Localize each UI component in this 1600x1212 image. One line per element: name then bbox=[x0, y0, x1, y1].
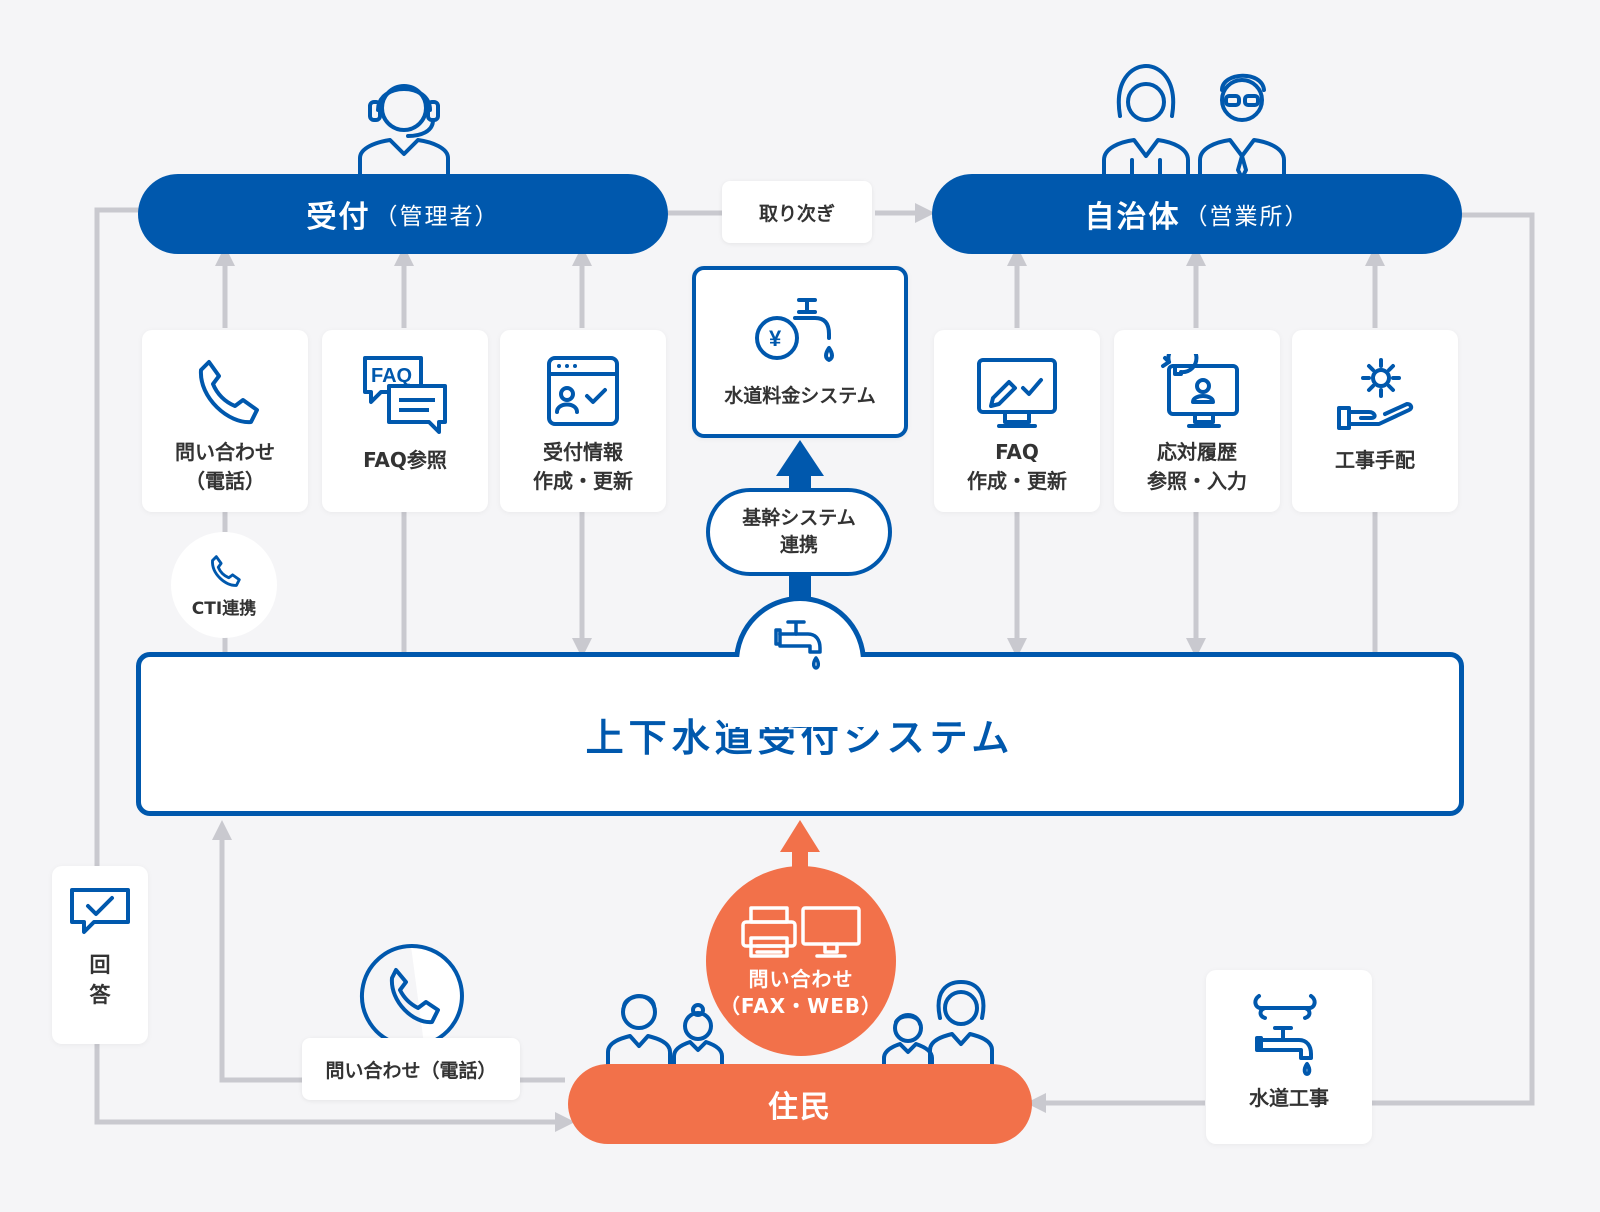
resident-child-icon bbox=[672, 1003, 724, 1066]
billing-system-label: 水道料金システム bbox=[724, 385, 876, 407]
municipality-subtitle: （営業所） bbox=[1184, 204, 1310, 230]
monitor-history-icon bbox=[1161, 354, 1239, 428]
faucet-icon bbox=[774, 620, 822, 670]
answer-card: 回 答 bbox=[52, 866, 148, 1044]
answer-line bbox=[94, 207, 575, 1132]
water-works-card: 水道工事 bbox=[1206, 970, 1372, 1144]
printer-monitor-icon bbox=[741, 906, 861, 958]
resident-man-icon bbox=[606, 994, 672, 1066]
water-works-label: 水道工事 bbox=[1249, 1086, 1329, 1110]
phone-icon bbox=[198, 360, 259, 425]
reception-title: 受付 bbox=[306, 200, 371, 235]
residents-title: 住民 bbox=[768, 1090, 832, 1125]
resident-arrow-head bbox=[780, 820, 820, 852]
card-construction-arrange: 工事手配 bbox=[1292, 330, 1458, 512]
fax-web-label: 問い合わせ （FAX・WEB） bbox=[719, 967, 883, 1018]
construction-loop-line bbox=[1372, 212, 1535, 1106]
billing-system-box: ¥ 水道料金システム bbox=[692, 266, 908, 438]
municipal-staff-male-icon bbox=[1198, 73, 1286, 180]
municipality-title: 自治体 bbox=[1084, 200, 1181, 235]
card-label: 問い合わせ （電話） bbox=[175, 440, 275, 493]
core-link-badge: 基幹システム 連携 bbox=[706, 488, 892, 576]
card-label: 受付情報 作成・更新 bbox=[533, 440, 633, 493]
browser-form-icon bbox=[547, 356, 619, 426]
reception-node: 受付 （管理者） bbox=[138, 174, 668, 254]
card-phone-inquiry: 問い合わせ （電話） bbox=[142, 330, 308, 512]
card-faq-edit: FAQ 作成・更新 bbox=[934, 330, 1100, 512]
card-label: 工事手配 bbox=[1335, 448, 1415, 472]
phone-inquiry-tag: 問い合わせ（電話） bbox=[302, 1038, 520, 1100]
faucet-yen-icon: ¥ bbox=[755, 298, 834, 362]
municipal-staff-female-icon bbox=[1102, 64, 1190, 180]
cti-label: CTI連携 bbox=[191, 598, 257, 619]
fax-web-inquiry-circle: 問い合わせ （FAX・WEB） bbox=[706, 866, 896, 1056]
resident-woman-icon bbox=[928, 980, 994, 1066]
answer-label: 回 答 bbox=[89, 953, 111, 1007]
reception-subtitle: （管理者） bbox=[374, 204, 500, 230]
faq-chat-icon: FAQ bbox=[363, 356, 447, 434]
core-link-arrowhead bbox=[776, 440, 824, 476]
forward-tag: 取り次ぎ bbox=[722, 181, 872, 243]
monitor-edit-icon bbox=[977, 358, 1057, 428]
phone-icon bbox=[211, 554, 241, 587]
card-reception-info: 受付情報 作成・更新 bbox=[500, 330, 666, 512]
gear-hand-icon bbox=[1337, 358, 1414, 430]
card-label: FAQ 作成・更新 bbox=[967, 440, 1067, 493]
card-faq-reference: FAQ FAQ参照 bbox=[322, 330, 488, 512]
operator-person-icon bbox=[358, 84, 450, 178]
message-check-icon bbox=[70, 888, 130, 934]
svg-text:¥: ¥ bbox=[769, 326, 782, 351]
card-history: 応対履歴 参照・入力 bbox=[1114, 330, 1280, 512]
cti-badge: CTI連携 bbox=[171, 532, 277, 638]
svg-text:FAQ: FAQ bbox=[371, 365, 412, 387]
wrench-faucet-icon bbox=[1253, 994, 1317, 1076]
card-label: 応対履歴 参照・入力 bbox=[1147, 440, 1247, 493]
residents-node: 住民 bbox=[568, 1064, 1032, 1144]
card-label: FAQ参照 bbox=[363, 448, 447, 472]
municipality-node: 自治体 （営業所） bbox=[932, 174, 1462, 254]
